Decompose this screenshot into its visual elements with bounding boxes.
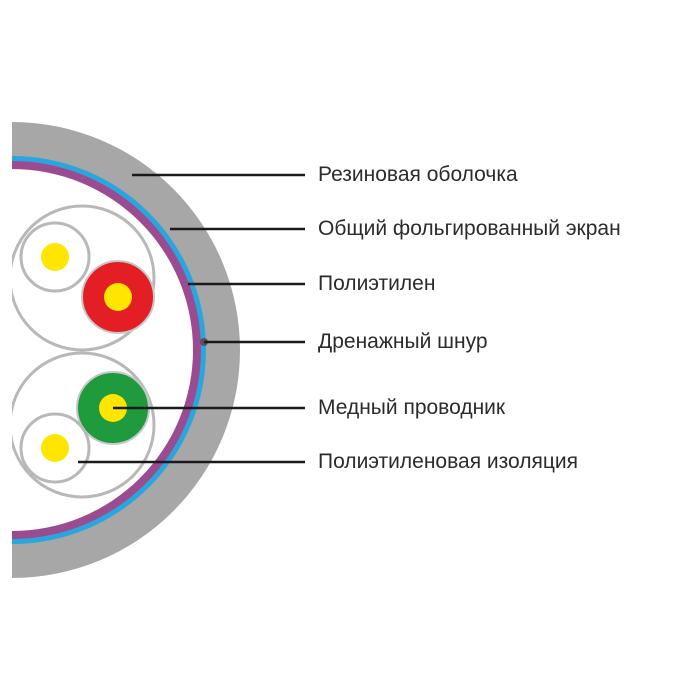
- label-common-foil-shield: Общий фольгированный экран: [318, 217, 621, 240]
- label-polyethylene: Полиэтилен: [318, 272, 436, 295]
- label-rubber-sheath: Резиновая оболочка: [318, 163, 518, 186]
- label-drain-wire: Дренажный шнур: [318, 330, 488, 353]
- leader-lines: [78, 173, 305, 464]
- label-copper-conductor: Медный проводник: [318, 396, 506, 419]
- cable-body: [12, 122, 240, 578]
- label-polyethylene-insulation: Полиэтиленовая изоляция: [318, 450, 579, 473]
- core-red: [81, 260, 155, 334]
- core-white-top: [19, 221, 91, 293]
- core-white-bottom: [19, 412, 91, 484]
